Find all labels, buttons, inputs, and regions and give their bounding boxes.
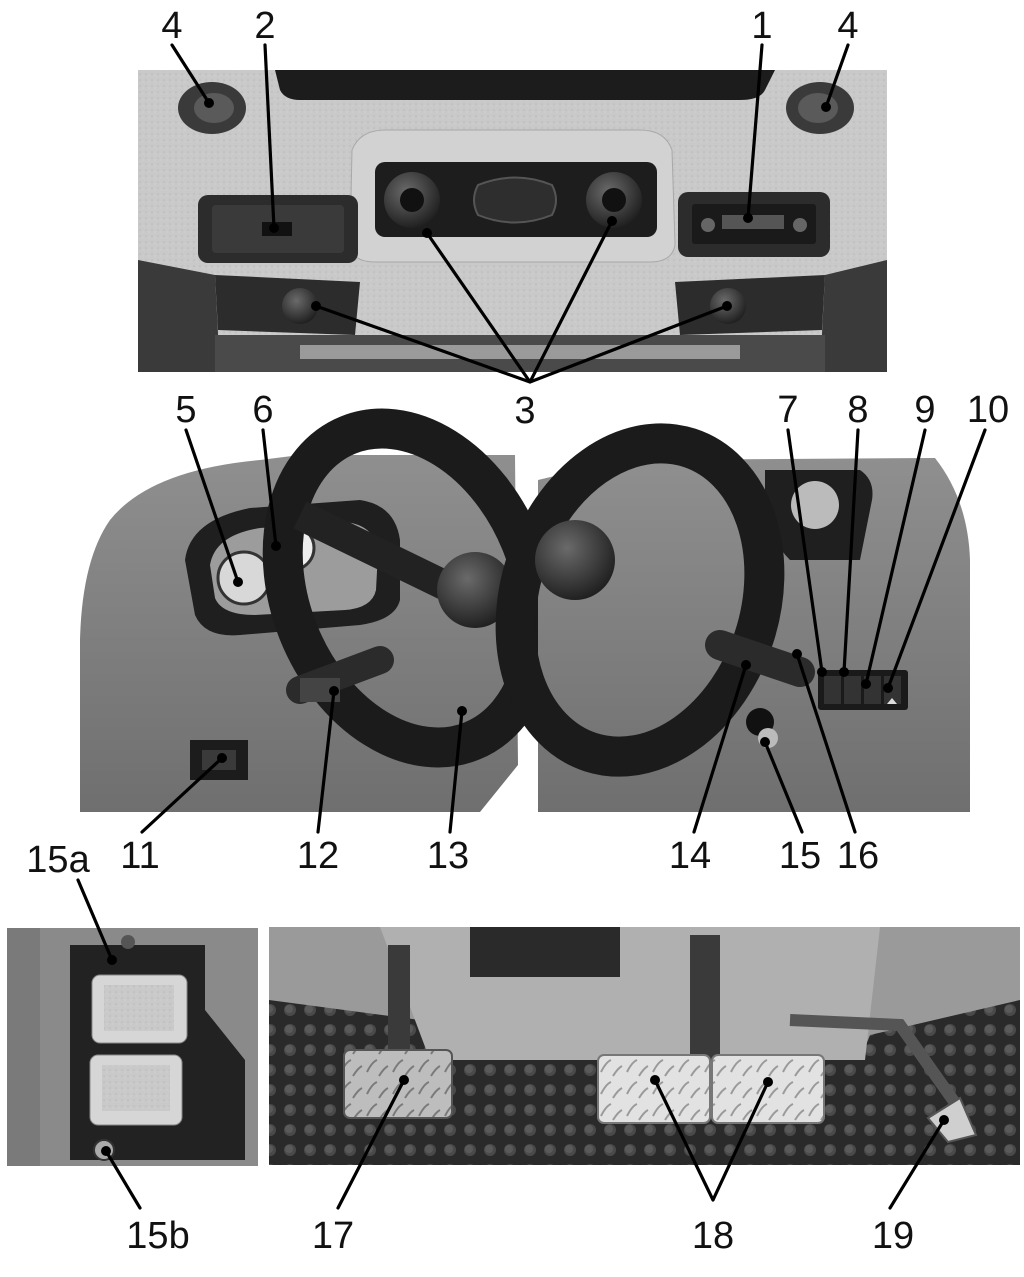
leader-line-4a xyxy=(170,43,211,105)
steering-wheel-right xyxy=(495,423,785,777)
callout-5: 5 xyxy=(175,389,196,431)
wiper-lever xyxy=(705,630,815,687)
leader-line-1 xyxy=(746,43,764,220)
window-opening xyxy=(275,70,775,100)
callout-8: 8 xyxy=(847,389,868,431)
leader-line-15a xyxy=(76,878,114,962)
callout-11: 11 xyxy=(120,835,159,877)
callout-18: 18 xyxy=(692,1215,734,1257)
leader-line-8 xyxy=(842,428,860,674)
callout-19: 19 xyxy=(872,1215,914,1257)
callout-15a: 15a xyxy=(26,839,90,881)
callout-3: 3 xyxy=(514,390,535,432)
callout-17: 17 xyxy=(312,1215,354,1257)
leader-line-6 xyxy=(261,428,278,548)
brake-pedal-left xyxy=(597,1054,711,1124)
dashboard-left-panel xyxy=(80,408,558,812)
leader-line-18 xyxy=(653,1078,770,1202)
callout-12: 12 xyxy=(297,835,339,877)
callout-labels: 4 2 1 4 3 5 6 7 8 9 10 11 12 13 14 15 16… xyxy=(26,5,1009,1257)
leader-line-15 xyxy=(763,740,804,834)
leader-line-9 xyxy=(864,428,927,686)
callout-15: 15 xyxy=(779,835,821,877)
leader-line-5 xyxy=(184,428,240,584)
callout-13: 13 xyxy=(427,835,469,877)
callout-6: 6 xyxy=(252,389,273,431)
leader-line-11 xyxy=(140,756,224,834)
fuse-box-panel xyxy=(7,928,258,1166)
accelerator-pedal xyxy=(926,1096,978,1144)
callout-1: 1 xyxy=(751,5,772,47)
pedals-panel xyxy=(269,927,1020,1165)
leader-line-10 xyxy=(886,428,987,690)
hazard-icon xyxy=(887,698,897,704)
leader-line-3 xyxy=(314,219,729,384)
overhead-console-panel xyxy=(138,70,887,372)
callout-7: 7 xyxy=(777,389,798,431)
callout-10: 10 xyxy=(967,389,1009,431)
leader-line-14 xyxy=(692,663,748,834)
leader-line-16 xyxy=(795,652,857,834)
leader-line-13 xyxy=(448,709,464,834)
clutch-pedal xyxy=(343,1049,453,1119)
callout-14: 14 xyxy=(669,835,711,877)
callout-9: 9 xyxy=(914,389,935,431)
leader-line-19 xyxy=(888,1118,946,1210)
leader-line-17 xyxy=(336,1078,406,1210)
callout-2: 2 xyxy=(254,5,275,47)
callout-15b: 15b xyxy=(126,1215,189,1257)
leader-line-4b xyxy=(824,43,850,109)
lower-vent-left-icon xyxy=(282,288,318,324)
leader-line-15b xyxy=(104,1149,142,1210)
brake-pedal-right xyxy=(711,1054,825,1124)
callout-16: 16 xyxy=(837,835,879,877)
leader-line-12 xyxy=(316,689,336,834)
steering-hub-icon xyxy=(437,552,513,628)
callout-4b: 4 xyxy=(837,5,858,47)
leader-line-2 xyxy=(263,43,276,230)
dashboard-right-panel xyxy=(495,423,970,812)
leader-line-7 xyxy=(786,428,824,674)
callout-4a: 4 xyxy=(161,5,182,47)
leader-lines xyxy=(76,43,987,1210)
